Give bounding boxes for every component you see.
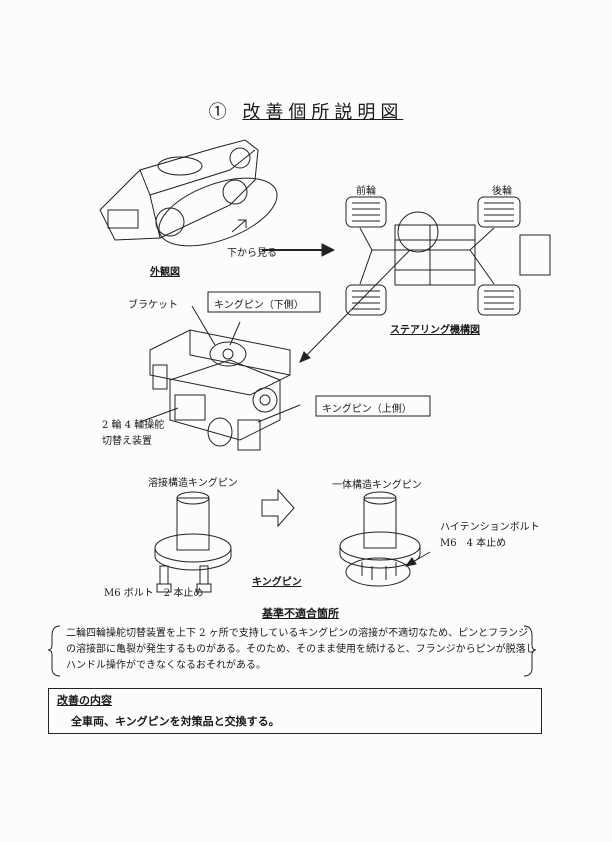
- label-high-tension-bolt: ハイテンションボルト: [440, 522, 540, 533]
- label-kingpin-lower: キングピン（下側）: [214, 300, 304, 311]
- nonconformity-box: 二輪四輪操舵切替装置を上下 2 ヶ所で支持しているキングピンの溶接が不適切なため…: [48, 622, 538, 678]
- label-switch-device-2: 切替え装置: [102, 436, 152, 447]
- brace-right: [523, 625, 537, 677]
- label-rear-wheel: 後輪: [492, 186, 512, 197]
- label-bracket: ブラケット: [128, 300, 178, 311]
- improvement-heading: 改善の内容: [57, 694, 112, 707]
- title-marker: ①: [208, 102, 232, 123]
- bracket-assembly-drawing: [149, 329, 291, 451]
- nonconformity-text: 二輪四輪操舵切替装置を上下 2 ヶ所で支持しているキングピンの溶接が不適切なため…: [66, 628, 536, 671]
- improvement-text: 全車両、キングピンを対策品と交換する。: [71, 715, 280, 728]
- label-m6-bolt: M6 ボルト 2 本止め: [104, 588, 204, 599]
- label-welded-kingpin: 溶接構造キングピン: [148, 478, 238, 489]
- improvement-box: 改善の内容 全車両、キングピンを対策品と交換する。: [48, 688, 542, 734]
- view-arrow: [231, 219, 247, 233]
- label-m6-four: M6 4 本止め: [440, 538, 507, 549]
- label-switch-device-1: 2 輪 4 輪操舵: [102, 420, 165, 431]
- label-steering-diagram: ステアリング機構図: [390, 325, 480, 336]
- label-kingpin-upper: キングピン（上側）: [322, 404, 412, 415]
- vehicle-exterior-drawing: [99, 139, 278, 247]
- brace-left: [47, 625, 61, 677]
- transition-arrow: [261, 488, 295, 528]
- title-text: 改善個所説明図: [242, 102, 404, 123]
- steering-mechanism-drawing: [345, 196, 551, 316]
- page-title: ① 改善個所説明図: [0, 98, 612, 124]
- label-integral-kingpin: 一体構造キングピン: [332, 480, 422, 491]
- label-kingpin: キングピン: [252, 577, 302, 588]
- label-exterior: 外観図: [150, 267, 180, 278]
- nonconformity-heading: 基準不適合箇所: [262, 607, 339, 620]
- label-front-wheel: 前輪: [356, 186, 376, 197]
- label-view-from-below: 下から見る: [227, 248, 277, 259]
- welded-kingpin-drawing: [154, 491, 232, 593]
- integral-kingpin-drawing: [339, 491, 421, 587]
